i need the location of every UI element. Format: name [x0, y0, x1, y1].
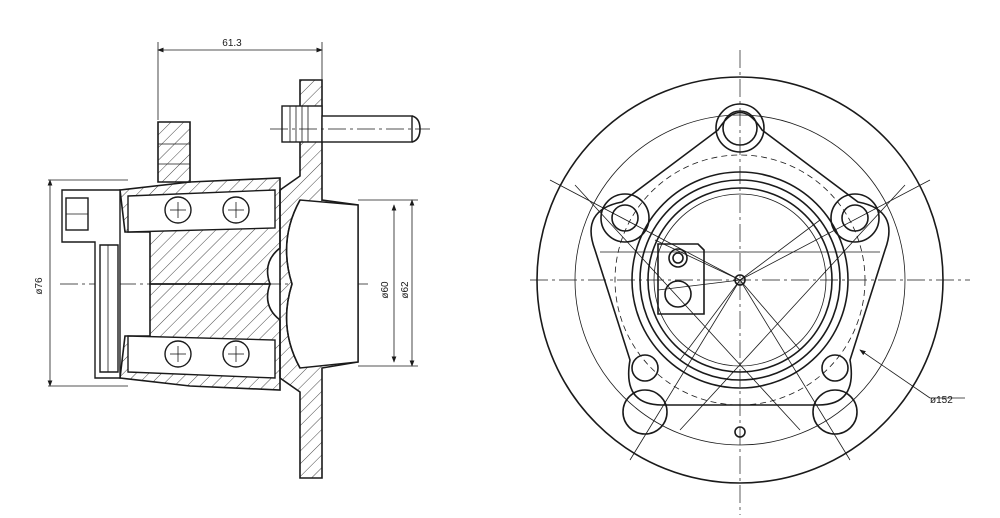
dim-flange-diameter-label: ø152 — [930, 395, 953, 406]
flange-lobes — [590, 111, 890, 406]
section-view: 61.3 ø76 ø60 ø62 — [34, 38, 430, 479]
center-mark — [734, 274, 746, 286]
outer-race-upper — [127, 189, 276, 233]
outer-race-lower — [127, 335, 276, 379]
sensor-block — [657, 243, 705, 315]
dim-flange-offset: 61.3 — [157, 38, 323, 53]
dim-pilot-outer: ø62 — [400, 199, 415, 367]
flange-outline — [536, 76, 944, 484]
construction-lines — [549, 179, 931, 461]
bolt-circle — [614, 154, 866, 406]
hub-ring-mid — [639, 179, 841, 381]
sensor-cap — [61, 189, 121, 379]
front-view: ø152 — [530, 50, 970, 515]
hub-ring-inner — [647, 187, 833, 373]
bolt-holes — [600, 103, 880, 435]
bottom-pin — [734, 426, 746, 438]
dim-outer-diameter-label: ø76 — [34, 277, 45, 295]
dim-pilot-inner-label: ø60 — [380, 281, 391, 299]
dim-flange-diameter: ø152 — [859, 349, 965, 406]
dim-pilot-inner: ø60 — [380, 204, 397, 363]
knuckle-boss-top — [157, 121, 191, 183]
hub-cavity — [285, 199, 359, 369]
bearing-balls-lower — [164, 340, 250, 368]
dim-flange-offset-label: 61.3 — [222, 38, 242, 49]
bearing-balls-upper — [164, 196, 250, 224]
wheel-stud — [270, 105, 430, 143]
dim-outer-diameter: ø76 — [34, 179, 53, 387]
dim-pilot-outer-label: ø62 — [400, 281, 411, 299]
hub-ring-outer — [631, 171, 849, 389]
